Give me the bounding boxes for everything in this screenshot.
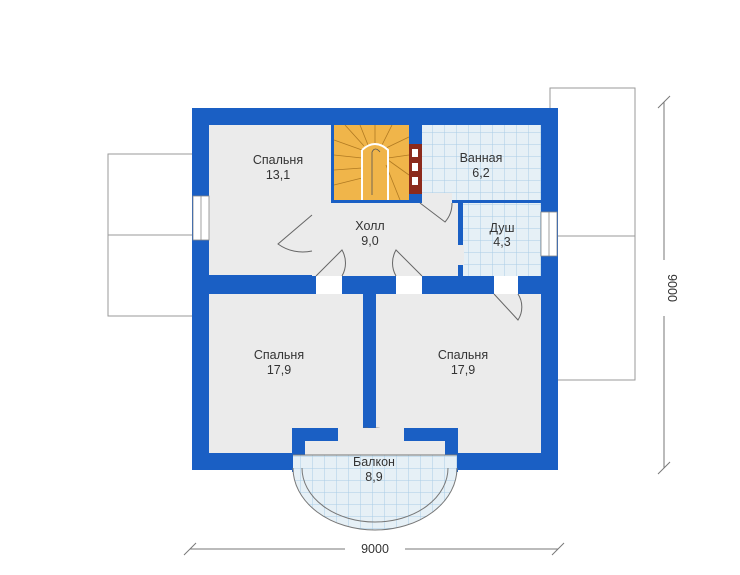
balcony bbox=[292, 428, 458, 531]
room-name-hall: Холл bbox=[355, 219, 384, 233]
room-name-bedroom-lower-left: Спальня bbox=[254, 348, 304, 362]
room-name-bedroom-upper-left: Спальня bbox=[253, 153, 303, 167]
chimney bbox=[409, 144, 422, 194]
room-name-bedroom-lower-right: Спальня bbox=[438, 348, 488, 362]
staircase bbox=[333, 124, 410, 201]
room-area-hall: 9,0 bbox=[361, 234, 378, 248]
room-area-bathroom: 6,2 bbox=[472, 166, 489, 180]
room-area-balcony: 8,9 bbox=[365, 470, 382, 484]
dimension-width-label: 9000 bbox=[361, 542, 389, 556]
room-area-shower: 4,3 bbox=[493, 235, 510, 249]
dimension-height-label: 9000 bbox=[665, 274, 679, 302]
room-area-bedroom-upper-left: 13,1 bbox=[266, 168, 290, 182]
room-area-bedroom-lower-right: 17,9 bbox=[451, 363, 475, 377]
room-name-bathroom: Ванная bbox=[460, 151, 503, 165]
windows bbox=[192, 195, 558, 257]
room-floors bbox=[209, 125, 541, 453]
dimension-lines bbox=[183, 95, 671, 556]
room-area-bedroom-lower-left: 17,9 bbox=[267, 363, 291, 377]
room-labels: Спальня 13,1 Ванная 6,2 Холл 9,0 Душ 4,3… bbox=[253, 151, 515, 484]
room-name-balcony: Балкон bbox=[353, 455, 395, 469]
room-name-shower: Душ bbox=[489, 221, 514, 235]
